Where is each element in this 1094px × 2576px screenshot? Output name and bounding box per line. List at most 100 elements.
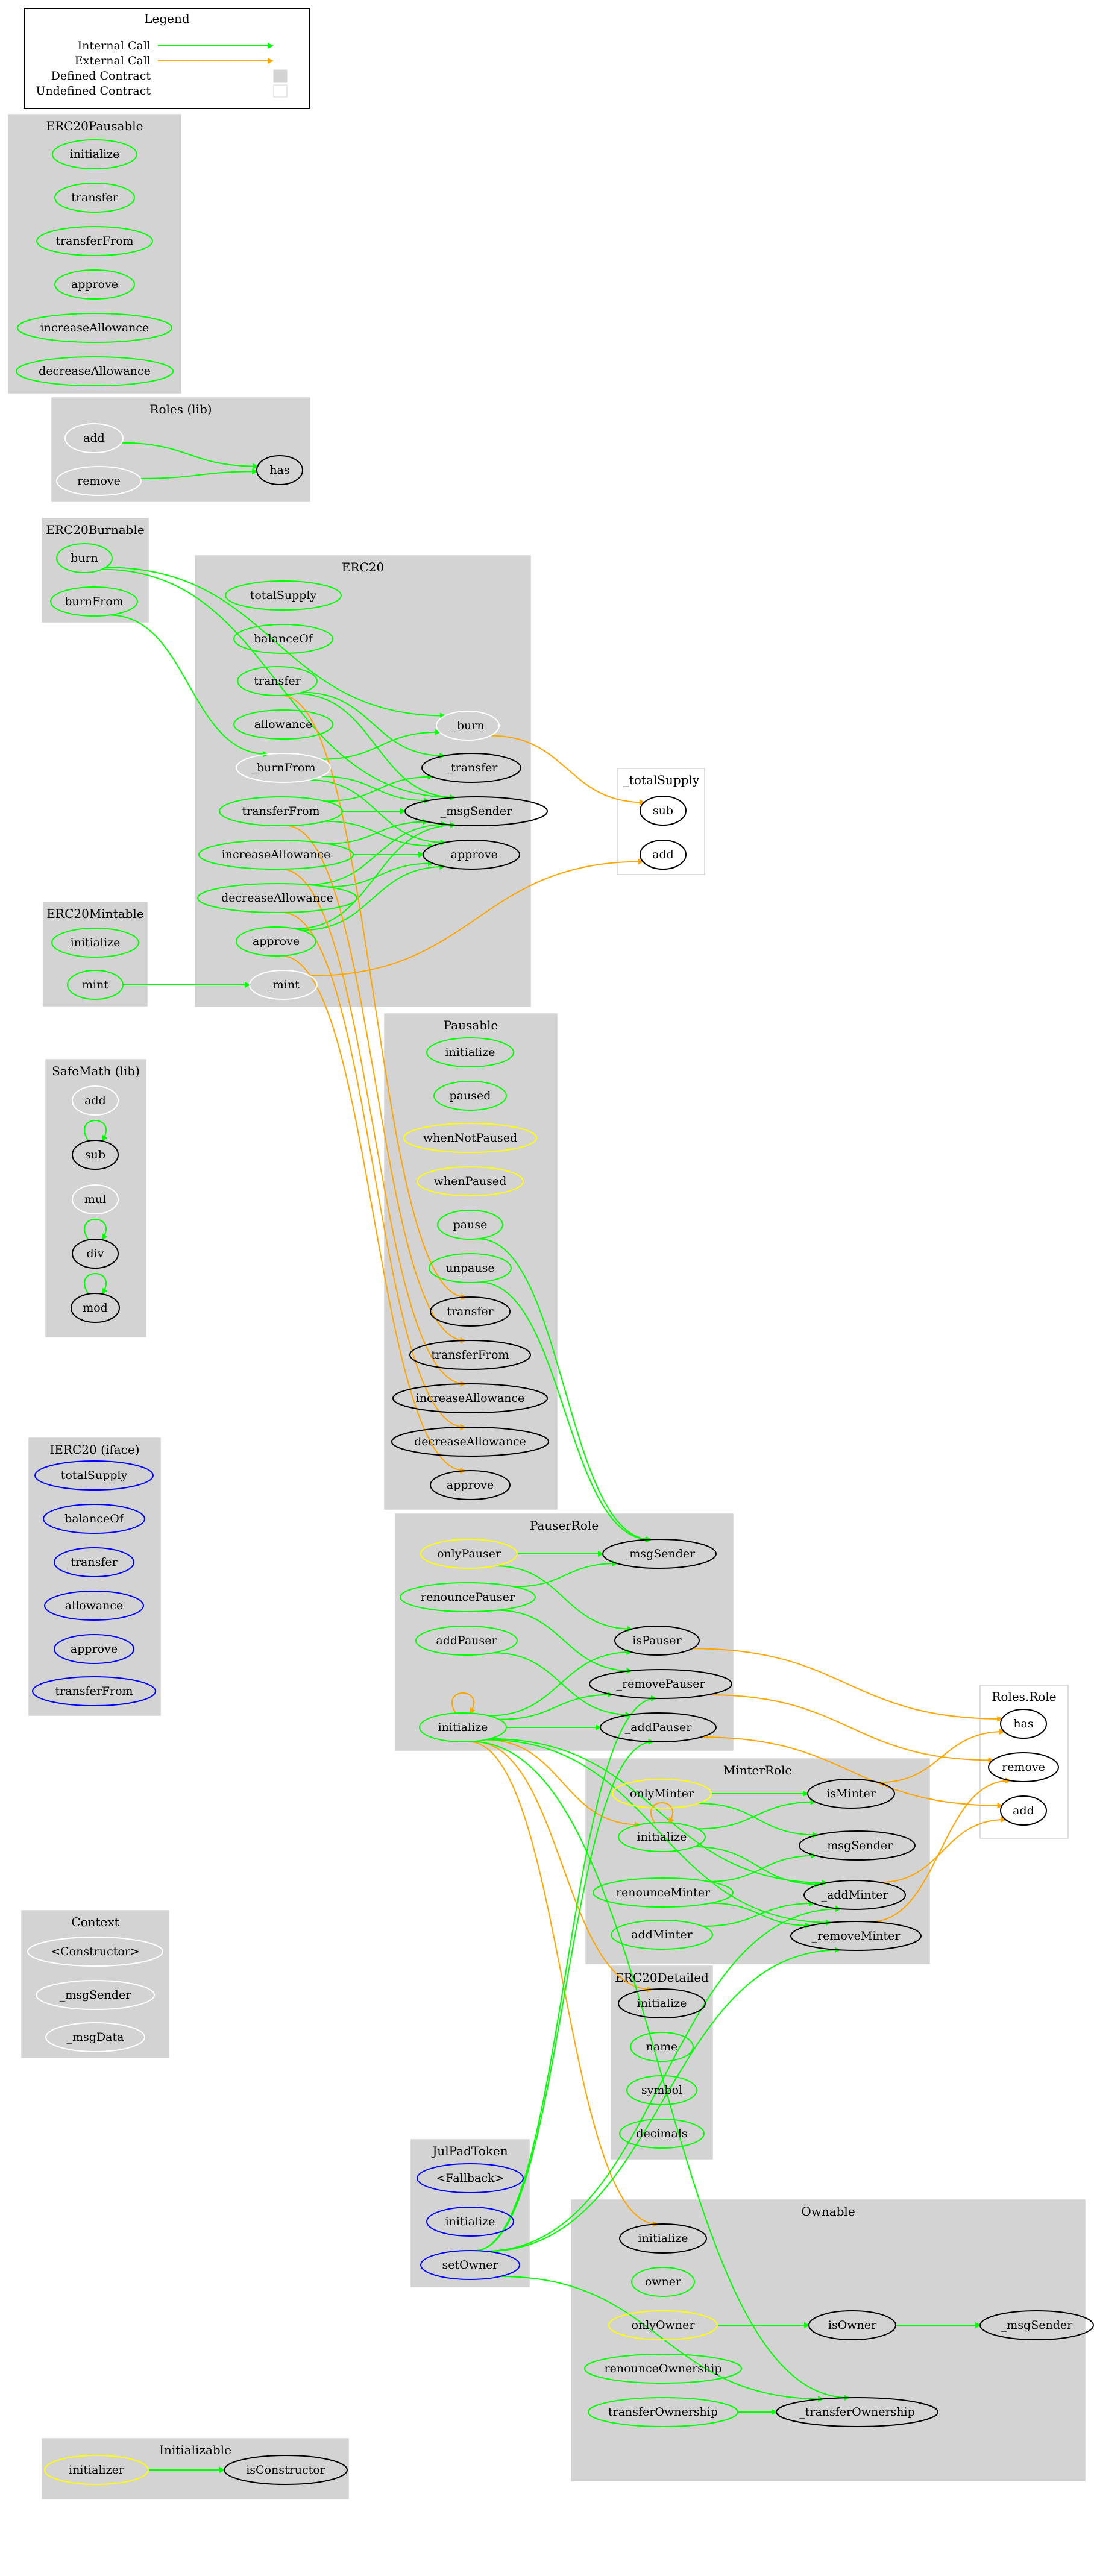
cluster-title: Roles (lib) xyxy=(149,402,212,416)
node-erc20-mintable-initialize: initialize xyxy=(51,928,139,958)
node-shape xyxy=(392,1383,548,1413)
legend-label-defined-contract: Defined Contract xyxy=(51,69,151,83)
node-pauser-role-only-pauser: onlyPauser xyxy=(420,1539,518,1569)
edge-pauser-role-initialize-to-pauser-role-remove-pauser xyxy=(499,1691,614,1720)
node-erc20-mint: _mint xyxy=(249,970,318,1000)
node-label: _burn xyxy=(451,719,484,732)
edge-minter-role-add-minter-to-roles-role-add xyxy=(879,1816,1007,1883)
cluster-box xyxy=(51,397,310,502)
node-label: isConstructor xyxy=(246,2463,325,2477)
node-label: increaseAllowance xyxy=(40,321,149,335)
node-shape xyxy=(419,1712,507,1742)
node-shape xyxy=(588,2397,738,2427)
node-label: onlyPauser xyxy=(437,1547,501,1560)
node-label: setOwner xyxy=(442,2258,498,2272)
node-label: transferFrom xyxy=(431,1348,509,1362)
node-shape xyxy=(72,1184,119,1214)
node-shape xyxy=(1000,1795,1047,1826)
node-shape xyxy=(224,2455,348,2485)
node-shape xyxy=(790,1921,922,1951)
node-jul-pad-token-set-owner: setOwner xyxy=(420,2250,520,2280)
node-label: transfer xyxy=(71,191,118,204)
cluster-minter-role: MinterRole xyxy=(585,1758,930,1964)
node-shape xyxy=(16,356,174,386)
node-shape xyxy=(433,1081,507,1111)
node-shape xyxy=(429,1253,512,1283)
node-label: owner xyxy=(645,2275,682,2289)
node-shape xyxy=(72,1085,119,1116)
node-ierc20-total-supply: totalSupply xyxy=(34,1460,154,1491)
edge-erc20-transfer-to-erc20-transfer xyxy=(302,691,446,759)
node-shape xyxy=(45,2022,145,2052)
node-safe-math-add: add xyxy=(72,1085,119,1116)
node-label: approve xyxy=(253,935,300,948)
legend-label-undefined-contract: Undefined Contract xyxy=(36,84,151,98)
node-minter-role-add-minter: addMinter xyxy=(611,1920,713,1950)
edge-roles-remove-to-roles-has xyxy=(140,468,259,479)
cluster-box xyxy=(21,1910,169,2058)
edge-erc20-burn-from-to-erc20-burn xyxy=(321,729,441,760)
cluster-erc20-mintable: ERC20Mintable xyxy=(43,902,148,1007)
node-total-supply-sub: sub xyxy=(640,796,687,826)
node-erc20-burnable-burn: burn xyxy=(56,543,113,573)
node-shape xyxy=(391,1427,549,1457)
cluster-box xyxy=(42,518,149,623)
node-shape xyxy=(54,183,135,213)
edge-erc20-burnable-burn-to-erc20-burn xyxy=(105,567,447,719)
node-label: pause xyxy=(453,1218,488,1231)
node-shape xyxy=(36,1980,155,2010)
node-shape xyxy=(420,1539,518,1569)
cluster-context: Context xyxy=(21,1910,169,2058)
node-shape xyxy=(54,1634,134,1664)
edge-erc20-transfer-from-to-erc20-transfer xyxy=(325,773,434,802)
node-shape xyxy=(404,796,548,826)
node-label: renounceOwnership xyxy=(605,2362,722,2375)
node-label: has xyxy=(269,463,289,477)
node-label: _msgSender xyxy=(822,1839,893,1852)
node-jul-pad-token-initialize: initialize xyxy=(426,2207,514,2237)
node-label: approve xyxy=(71,278,118,291)
node-shape xyxy=(619,2119,705,2149)
node-label: initialize xyxy=(438,1721,488,1734)
node-shape xyxy=(619,2223,707,2254)
edge-pauser-role-renounce-pauser-to-pauser-role-msg-sender xyxy=(514,1560,618,1588)
node-label: transfer xyxy=(254,674,301,688)
node-erc20-pausable-initialize: initialize xyxy=(52,139,137,169)
cluster-pausable: Pausable xyxy=(384,1013,558,1510)
node-label: _addMinter xyxy=(822,1888,889,1902)
edge-pauser-role-remove-pauser-to-roles-role-remove xyxy=(708,1694,995,1764)
edge-pauser-role-add-pauser-to-roles-role-add xyxy=(700,1736,1004,1809)
edge-safe-math-div-to-safe-math-div xyxy=(83,1219,108,1240)
node-label: _removeMinter xyxy=(812,1929,901,1943)
node-shape xyxy=(219,796,343,826)
node-pausable-initialize: initialize xyxy=(426,1037,514,1067)
cluster-title: Initializable xyxy=(159,2443,231,2457)
node-label: decimals xyxy=(636,2127,687,2140)
node-safe-math-sub: sub xyxy=(72,1140,119,1170)
edge-minter-role-initialize-to-minter-role-is-minter xyxy=(697,1798,817,1830)
edge-pausable-unpause-to-pauser-role-msg-sender xyxy=(479,1281,652,1543)
node-ierc20-approve: approve xyxy=(54,1634,134,1664)
node-label: _msgSender xyxy=(441,805,512,818)
legend-title: Legend xyxy=(144,11,190,26)
cluster-initializable: Initializable xyxy=(42,2438,349,2499)
node-label: increaseAllowance xyxy=(222,848,331,861)
node-shape xyxy=(808,2310,896,2340)
cluster-title: ERC20 xyxy=(342,560,384,574)
node-label: _msgSender xyxy=(60,1988,131,2002)
node-label: onlyOwner xyxy=(632,2319,696,2332)
node-label: initialize xyxy=(638,2232,688,2245)
edge-pausable-pause-to-pauser-role-msg-sender xyxy=(478,1238,653,1543)
node-ownable-initialize: initialize xyxy=(619,2223,707,2254)
node-shape xyxy=(776,2397,938,2427)
node-shape xyxy=(51,928,139,958)
node-label: sub xyxy=(653,804,673,817)
node-pausable-approve: approve xyxy=(430,1470,511,1500)
edge-pauser-role-initialize-to-pauser-role-initialize xyxy=(451,1692,476,1714)
node-erc20-detailed-initialize: initialize xyxy=(618,1988,706,2018)
nodes-layer: initialize transfer transferFrom approve inc… xyxy=(16,139,1094,2485)
node-shape xyxy=(600,1712,717,1742)
node-roles-role-add: add xyxy=(1000,1795,1047,1826)
node-label: remove xyxy=(77,474,121,488)
